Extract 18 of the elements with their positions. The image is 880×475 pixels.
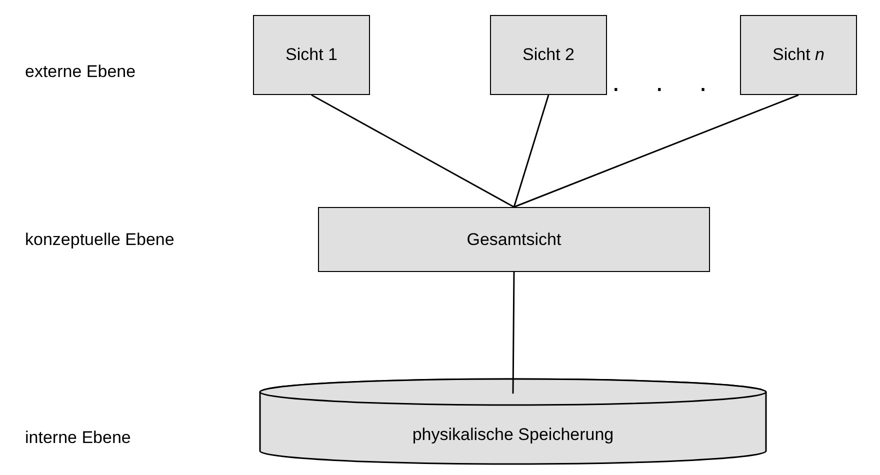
connector-line — [514, 94, 799, 208]
connector-line — [513, 94, 550, 208]
connector-line — [311, 94, 514, 208]
level-label: interne Ebene — [25, 428, 131, 448]
ellipsis-dots: . . . — [612, 66, 721, 98]
node-text: Sicht n — [772, 45, 824, 65]
node-text: physikalische Speicherung — [412, 424, 614, 444]
view-box — [490, 15, 607, 95]
level-label: konzeptuelle Ebene — [25, 230, 174, 250]
view-box — [318, 207, 710, 272]
node-text: Gesamtsicht — [466, 230, 562, 250]
node-text: Sicht 1 — [286, 45, 338, 65]
view-box — [740, 15, 857, 95]
view-box — [253, 15, 370, 95]
node-text: Sicht 2 — [522, 45, 574, 65]
level-label: externe Ebene — [25, 62, 136, 82]
connector-line — [512, 272, 515, 394]
storage-cylinder — [259, 378, 767, 465]
